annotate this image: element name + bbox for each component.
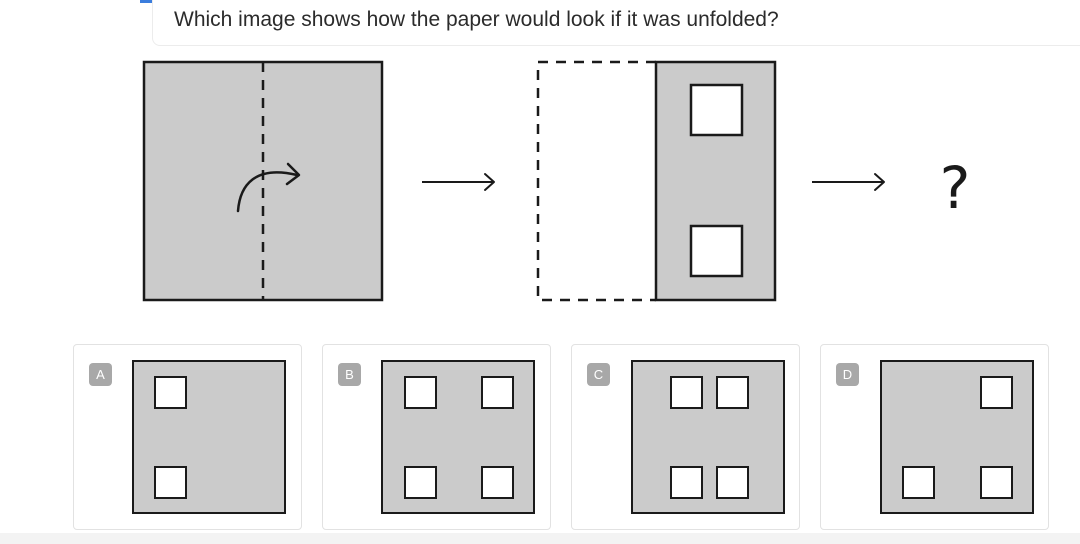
option-badge-d: D: [836, 363, 859, 386]
folded-outline: [536, 60, 656, 302]
right-arrow-icon: [422, 173, 495, 191]
option-badge-b: B: [338, 363, 361, 386]
option-badge-a: A: [89, 363, 112, 386]
option-image-b: [381, 360, 535, 514]
option-image-d: [880, 360, 1034, 514]
option-card-a[interactable]: A: [73, 344, 302, 530]
fold-arrow-icon: [236, 162, 301, 213]
option-badge-c: C: [587, 363, 610, 386]
option-card-c[interactable]: C: [571, 344, 800, 530]
option-image-c: [631, 360, 785, 514]
puzzle-illustration: ?: [142, 60, 971, 302]
bottom-shade: [0, 533, 1080, 544]
question-text: Which image shows how the paper would lo…: [174, 8, 779, 31]
right-arrow-icon: [812, 173, 885, 191]
question-card: [152, 0, 1080, 46]
result-question-mark: ?: [940, 154, 971, 222]
hole: [689, 83, 744, 137]
option-image-a: [132, 360, 286, 514]
option-card-d[interactable]: D: [820, 344, 1049, 530]
hole: [689, 224, 744, 278]
option-card-b[interactable]: B: [322, 344, 551, 530]
